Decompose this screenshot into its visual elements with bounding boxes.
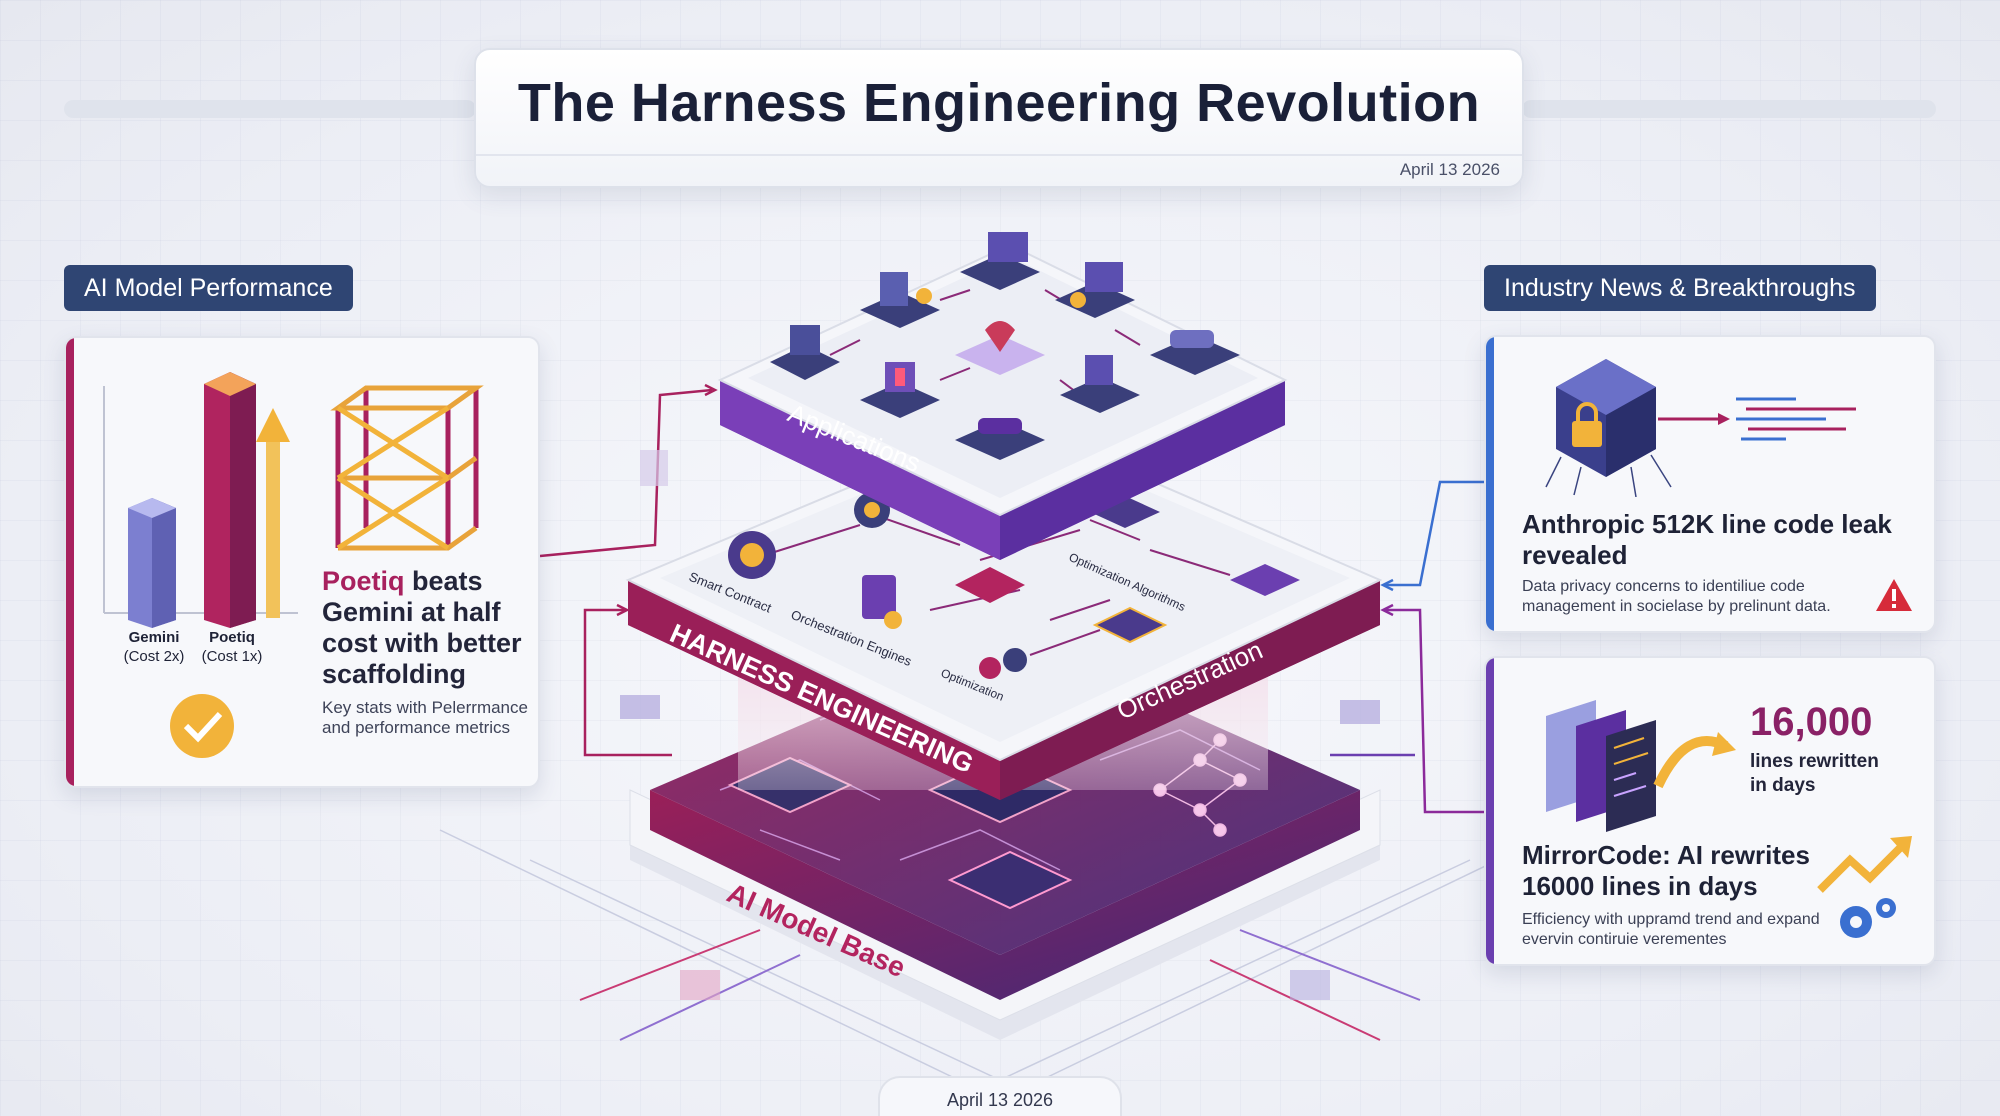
trend-up-arrow-icon xyxy=(256,408,290,618)
app-icon-car-bottom xyxy=(955,418,1045,460)
news-headline-mirrorcode: MirrorCode: AI rewrites 16000 lines in d… xyxy=(1522,840,1810,901)
gear-small xyxy=(979,648,1027,679)
app-icon-finance xyxy=(1055,262,1135,318)
bar-gemini xyxy=(128,498,176,628)
scaffold-icon xyxy=(330,385,484,551)
bar-label-gemini: Gemini(Cost 2x) xyxy=(123,629,185,665)
performance-subtext: Key stats with Pelerrmance and performan… xyxy=(322,698,528,737)
page-title: The Harness Engineering Revolution xyxy=(517,73,1481,133)
section-label-industry-news: Industry News & Breakthroughs xyxy=(1484,265,1876,311)
floating-chips xyxy=(620,450,1380,1000)
bar-label-poetiq: Poetiq(Cost 1x) xyxy=(201,629,263,665)
code-windows-icon xyxy=(1546,700,1736,832)
top-layer: Applications xyxy=(717,232,1288,560)
news-subtext-anthropic: Data privacy concerns to identiliue code… xyxy=(1522,578,1831,615)
section-label-ai-model-performance: AI Model Performance xyxy=(64,265,353,311)
app-icon-heart xyxy=(955,321,1045,375)
app-icon-medical xyxy=(860,362,940,418)
card-accent-edge xyxy=(66,338,74,786)
gear-node-1 xyxy=(728,531,776,579)
header-rail-left xyxy=(64,100,476,118)
bar-poetiq xyxy=(204,372,256,628)
app-icon-monitor xyxy=(960,232,1040,290)
checkmark-badge-icon xyxy=(170,694,234,758)
news-headline-anthropic: Anthropic 512K line code leak revealed xyxy=(1522,509,1892,570)
news-subtext-mirrorcode: Efficiency with uppramd trend and expand… xyxy=(1522,911,1820,948)
news-card-mirrorcode: 16,000 lines rewritten in days MirrorCod… xyxy=(1484,656,1936,966)
news-card-anthropic: Anthropic 512K line code leak revealed D… xyxy=(1484,335,1936,633)
growth-gears-icon xyxy=(1817,836,1912,938)
performance-headline: Poetiq beats Gemini at half cost with be… xyxy=(322,566,522,689)
title-card: The Harness Engineering Revolution April… xyxy=(474,48,1524,188)
middle-layer: Smart Contract Orchestration Engines Opt… xyxy=(625,418,1383,800)
stat-caption-lines: lines rewritten in days xyxy=(1750,751,1879,796)
cost-bar-chart xyxy=(103,372,484,758)
title-separator xyxy=(476,154,1522,156)
app-icon-car-top xyxy=(1150,330,1240,375)
card-accent-edge xyxy=(1486,658,1494,964)
app-icon-robot xyxy=(1060,355,1140,413)
app-icon-station xyxy=(860,272,940,328)
stat-value-lines: 16,000 xyxy=(1750,700,1873,744)
card-accent-edge xyxy=(1486,337,1494,631)
chip-bottom xyxy=(947,850,1073,910)
lock-cube-icon xyxy=(1556,359,1656,477)
doc-node xyxy=(862,575,902,629)
code-lines-icon xyxy=(1736,397,1856,441)
node-right xyxy=(1230,564,1300,596)
footer-date: April 13 2026 xyxy=(878,1076,1122,1116)
header-date: April 13 2026 xyxy=(1399,160,1500,179)
warning-icon xyxy=(1876,579,1912,611)
node-center xyxy=(955,567,1025,603)
app-icon-factory xyxy=(770,325,840,380)
header-rail-right xyxy=(1522,100,1936,118)
node-chip xyxy=(1092,606,1168,644)
performance-card: Gemini(Cost 2x) Poetiq(Cost 1x) Poetiq b… xyxy=(64,336,540,788)
news-illustration xyxy=(1545,359,1856,497)
